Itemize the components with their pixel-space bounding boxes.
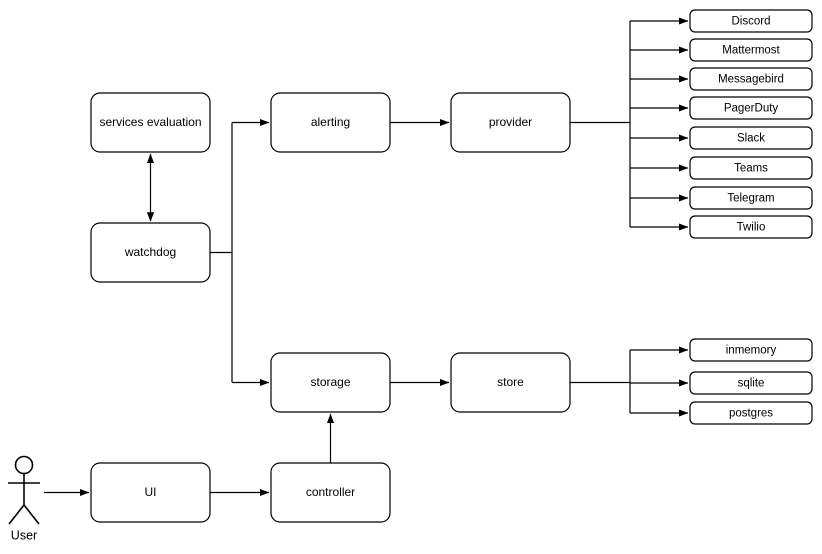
node-alerting[interactable]: alerting [270, 92, 391, 153]
node-watchdog[interactable]: watchdog [90, 222, 211, 283]
node-telegram[interactable]: Telegram [689, 186, 813, 210]
node-storage-label: storage [310, 375, 350, 389]
node-teams[interactable]: Teams [689, 156, 813, 180]
node-slack-box[interactable] [689, 126, 813, 150]
node-sqlite-label: sqlite [738, 378, 765, 390]
node-inmemory[interactable]: inmemory [689, 338, 813, 362]
node-mattermost-box[interactable] [689, 38, 813, 62]
node-telegram-label: Telegram [727, 193, 774, 205]
node-twilio-label: Twilio [737, 222, 766, 234]
node-ui[interactable]: UI [90, 462, 211, 523]
node-provider-label: provider [489, 115, 532, 129]
store-target-layer: inmemory sqlite postgres [689, 338, 813, 425]
node-ui-box[interactable] [90, 462, 211, 523]
store-fanout-connectors [630, 346, 689, 417]
node-mattermost-label: Mattermost [722, 45, 780, 57]
node-layer: services evaluation watchdog alerting pr… [90, 92, 571, 523]
node-watchdog-label: watchdog [124, 245, 176, 259]
node-pagerduty[interactable]: PagerDuty [689, 96, 813, 120]
node-discord[interactable]: Discord [689, 9, 813, 33]
node-twilio-box[interactable] [689, 215, 813, 239]
node-alerting-label: alerting [311, 115, 350, 129]
node-services-evaluation-label: services evaluation [99, 115, 201, 129]
provider-target-layer: DiscordMattermostMessagebirdPagerDutySla… [689, 9, 813, 239]
node-inmemory-label: inmemory [726, 345, 777, 357]
node-controller[interactable]: controller [270, 462, 391, 523]
node-services-evaluation[interactable]: services evaluation [90, 92, 211, 153]
node-storage[interactable]: storage [270, 352, 391, 413]
node-messagebird[interactable]: Messagebird [689, 67, 813, 91]
node-provider[interactable]: provider [450, 92, 571, 153]
node-store[interactable]: store [450, 352, 571, 413]
node-pagerduty-box[interactable] [689, 96, 813, 120]
node-messagebird-label: Messagebird [718, 74, 784, 86]
actor-head-icon [14, 455, 34, 475]
node-slack[interactable]: Slack [689, 126, 813, 150]
node-provider-box[interactable] [450, 92, 571, 153]
actor-right-leg-icon [23, 504, 40, 525]
node-alerting-box[interactable] [270, 92, 391, 153]
node-watchdog-box[interactable] [90, 222, 211, 283]
node-teams-label: Teams [734, 163, 768, 175]
node-telegram-box[interactable] [689, 186, 813, 210]
edge-layer [44, 17, 689, 497]
node-postgres-label: postgres [729, 408, 773, 420]
node-slack-label: Slack [737, 133, 765, 145]
actor-left-leg-icon [8, 504, 25, 525]
node-discord-box[interactable] [689, 9, 813, 33]
provider-fanout-connectors [630, 17, 689, 231]
actor-user-label: User [11, 528, 37, 542]
node-store-box[interactable] [450, 352, 571, 413]
node-services-evaluation-box[interactable] [90, 92, 211, 153]
node-controller-label: controller [306, 485, 355, 499]
node-pagerduty-label: PagerDuty [724, 103, 779, 115]
node-controller-box[interactable] [270, 462, 391, 523]
node-mattermost[interactable]: Mattermost [689, 38, 813, 62]
node-inmemory-box[interactable] [689, 338, 813, 362]
node-ui-label: UI [145, 485, 157, 499]
node-postgres-box[interactable] [689, 401, 813, 425]
node-store-label: store [497, 375, 524, 389]
node-storage-box[interactable] [270, 352, 391, 413]
node-sqlite[interactable]: sqlite [689, 371, 813, 395]
actor-user[interactable]: User [8, 455, 40, 543]
node-sqlite-box[interactable] [689, 371, 813, 395]
node-discord-label: Discord [732, 16, 771, 28]
node-messagebird-box[interactable] [689, 67, 813, 91]
node-teams-box[interactable] [689, 156, 813, 180]
node-postgres[interactable]: postgres [689, 401, 813, 425]
node-twilio[interactable]: Twilio [689, 215, 813, 239]
